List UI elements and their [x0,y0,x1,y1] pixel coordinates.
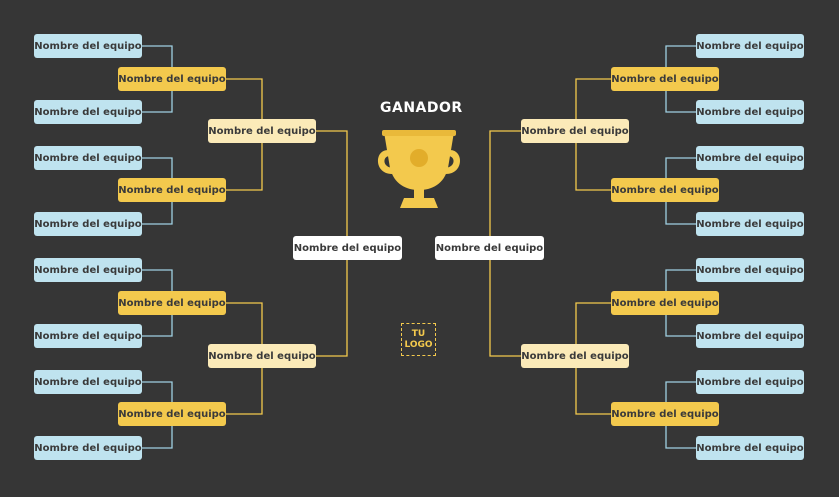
left-round2-team-4[interactable]: Nombre del equipo [118,402,226,426]
right-round1-team-3[interactable]: Nombre del equipo [696,146,804,170]
left-round1-team-2[interactable]: Nombre del equipo [34,100,142,124]
left-round1-team-1[interactable]: Nombre del equipo [34,34,142,58]
right-round2-team-1[interactable]: Nombre del equipo [611,67,719,91]
right-round1-team-5[interactable]: Nombre del equipo [696,258,804,282]
logo-line-2: LOGO [404,339,433,350]
bracket-title: GANADOR [380,100,463,116]
final-left-team[interactable]: Nombre del equipo [293,236,402,260]
left-round2-team-2[interactable]: Nombre del equipo [118,178,226,202]
left-round1-team-8[interactable]: Nombre del equipo [34,436,142,460]
left-round1-team-4[interactable]: Nombre del equipo [34,212,142,236]
left-round2-team-1[interactable]: Nombre del equipo [118,67,226,91]
right-round2-team-3[interactable]: Nombre del equipo [611,291,719,315]
right-round1-team-8[interactable]: Nombre del equipo [696,436,804,460]
left-round1-team-5[interactable]: Nombre del equipo [34,258,142,282]
left-round1-team-3[interactable]: Nombre del equipo [34,146,142,170]
trophy-icon [377,130,461,208]
left-round2-team-3[interactable]: Nombre del equipo [118,291,226,315]
left-round1-team-6[interactable]: Nombre del equipo [34,324,142,348]
right-round2-team-2[interactable]: Nombre del equipo [611,178,719,202]
right-round1-team-2[interactable]: Nombre del equipo [696,100,804,124]
right-round3-team-2[interactable]: Nombre del equipo [521,344,629,368]
left-round1-team-7[interactable]: Nombre del equipo [34,370,142,394]
logo-line-1: TU [411,328,426,339]
right-round1-team-6[interactable]: Nombre del equipo [696,324,804,348]
left-round3-team-1[interactable]: Nombre del equipo [208,119,316,143]
right-round1-team-1[interactable]: Nombre del equipo [696,34,804,58]
logo-placeholder: TU LOGO [401,323,436,356]
right-round2-team-4[interactable]: Nombre del equipo [611,402,719,426]
left-round3-team-2[interactable]: Nombre del equipo [208,344,316,368]
right-round1-team-7[interactable]: Nombre del equipo [696,370,804,394]
right-round1-team-4[interactable]: Nombre del equipo [696,212,804,236]
right-round3-team-1[interactable]: Nombre del equipo [521,119,629,143]
final-right-team[interactable]: Nombre del equipo [435,236,544,260]
